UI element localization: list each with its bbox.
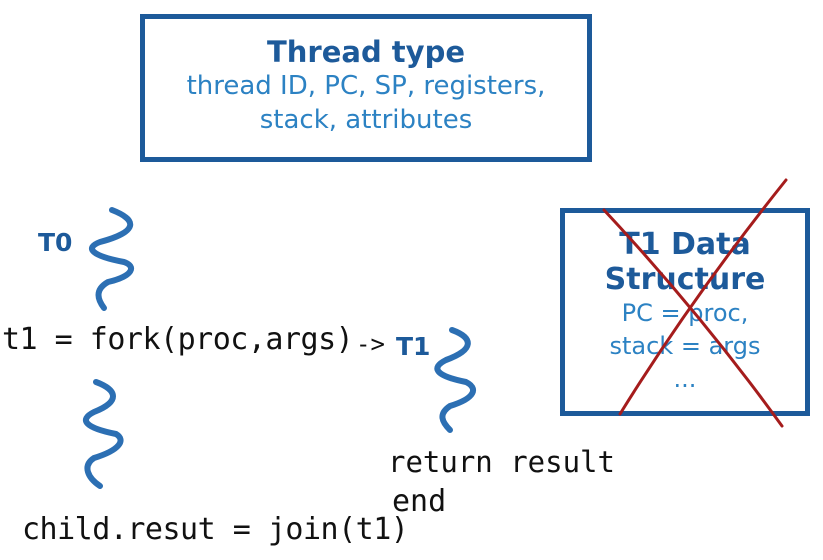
join-call-text: child.resut = join(t1) — [22, 512, 409, 547]
fork-arrow-text: -> — [356, 330, 385, 358]
thread-type-fields-line2: stack, attributes — [259, 105, 473, 135]
data-structure-title-line2: Structure — [604, 262, 766, 297]
t1-label: T1 — [396, 332, 431, 361]
t0-thread-squiggle — [89, 207, 134, 311]
t1-thread-squiggle — [434, 327, 476, 433]
cross-out-stroke-2 — [618, 178, 788, 416]
cross-out-stroke-1 — [602, 208, 784, 428]
t0-label: T0 — [38, 228, 73, 257]
fork-call-text: t1 = fork(proc,args) — [2, 322, 354, 357]
return-result-text: return result — [388, 445, 615, 479]
thread-type-box: Thread type thread ID, PC, SP, registers… — [140, 14, 592, 162]
thread-type-fields-line1: thread ID, PC, SP, registers, — [186, 71, 546, 101]
t1-data-structure-box: T1 Data Structure PC = proc, stack = arg… — [560, 208, 810, 416]
data-structure-ellipsis: ... — [673, 365, 697, 393]
data-structure-stack-line: stack = args — [609, 332, 761, 360]
thread-type-title: Thread type — [266, 35, 465, 69]
end-text: end — [392, 484, 447, 519]
t0-continued-squiggle — [83, 379, 124, 489]
